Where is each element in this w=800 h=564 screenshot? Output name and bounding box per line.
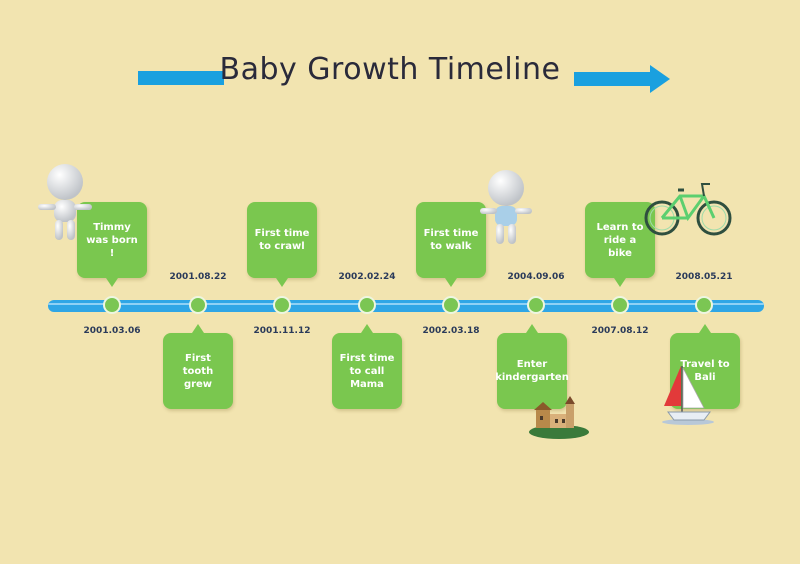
timeline-node (442, 296, 460, 314)
event-label: First time to crawl (254, 228, 310, 252)
timeline-node (611, 296, 629, 314)
event-date: 2002.03.18 (422, 326, 480, 336)
timeline-node (527, 296, 545, 314)
timeline-node (273, 296, 291, 314)
event-label: First time to walk (423, 228, 479, 252)
page-title: Baby Growth Timeline (219, 52, 561, 87)
event-date: 2001.03.06 (83, 326, 141, 336)
event-box: First time to crawl (247, 202, 317, 287)
event-label: Travel to Bali (680, 359, 730, 383)
event-box: Learn to ride a bike (585, 202, 655, 287)
event-date: 2002.02.24 (338, 272, 396, 282)
event-label: Enter kindergarten (495, 359, 569, 383)
event-label: Learn to ride a bike (596, 221, 644, 259)
event-box: First time to walk (416, 202, 486, 287)
event-label: First time to call Mama (339, 352, 395, 390)
event-label: First tooth grew (182, 352, 214, 390)
event-box: Timmy was born ! (77, 202, 147, 287)
event-date: 2001.11.12 (253, 326, 311, 336)
baby-figure-icon (38, 164, 92, 240)
school-building-icon (529, 396, 589, 439)
timeline-node (189, 296, 207, 314)
event-box: First tooth grew (163, 324, 233, 409)
event-label: Timmy was born ! (86, 221, 138, 259)
timeline-node (695, 296, 713, 314)
bicycle-icon (644, 183, 732, 236)
event-date: 2004.09.06 (507, 272, 565, 282)
toddler-figure-icon (480, 170, 532, 244)
title-arrow-left (138, 71, 224, 85)
event-date: 2008.05.21 (675, 272, 733, 282)
timeline-bar (48, 300, 764, 312)
sailboat-icon (662, 366, 714, 425)
timeline-node (358, 296, 376, 314)
event-box: First time to call Mama (332, 324, 402, 409)
title-arrow-right-icon (574, 65, 670, 93)
event-box: Enter kindergarten (495, 324, 569, 409)
event-date: 2007.08.12 (591, 326, 649, 336)
timeline-node (103, 296, 121, 314)
event-date: 2001.08.22 (169, 272, 227, 282)
